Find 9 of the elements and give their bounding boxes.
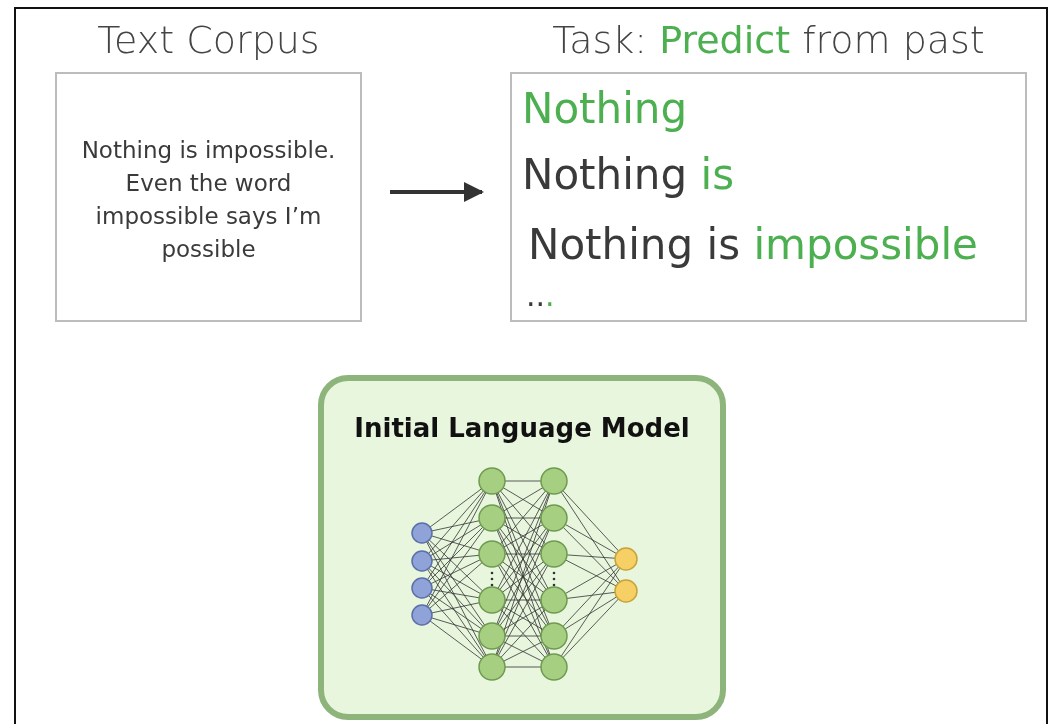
box-heading: Text Corpus [96, 18, 321, 62]
box-heading: Task: Predict from past [551, 18, 986, 62]
sentence-text: Nothing [522, 84, 688, 133]
arrow [390, 182, 484, 202]
sentence-text: Nothing is impossible [528, 220, 978, 269]
paragraph-text: Nothing is impossible. Even the word impossible says I’m possible [80, 136, 337, 264]
sentence-text: Nothing is [522, 150, 735, 199]
panel-title: Initial Language Model [353, 413, 691, 443]
ellipsis: ... [526, 278, 555, 313]
